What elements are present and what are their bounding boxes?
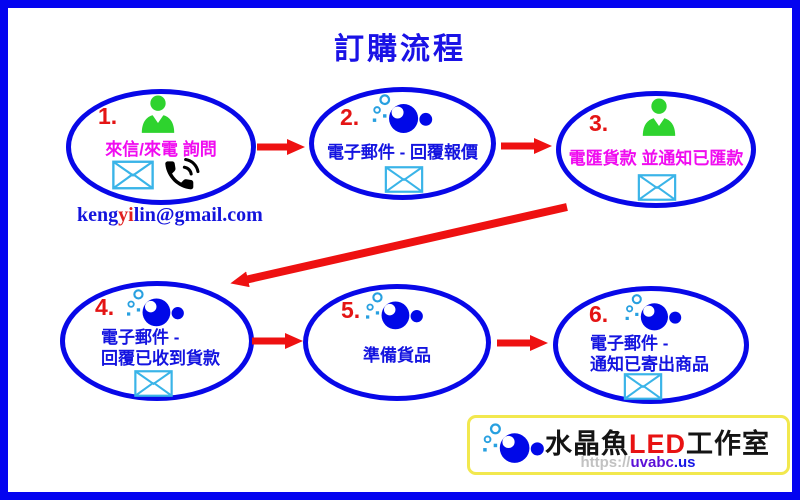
envelope-icon: [112, 160, 154, 190]
fish-logo-icon: [616, 292, 688, 336]
step-6-ellipse: 6. 電子郵件 - 通知已寄出商品: [553, 286, 749, 404]
fish-logo-icon: [356, 290, 430, 335]
email-part-3: lin@gmail.com: [133, 204, 263, 226]
step-5-label: 準備貨品: [363, 346, 431, 365]
envelope-icon: [384, 166, 424, 193]
contact-email: kengyilin@gmail.com: [77, 204, 263, 227]
envelope-icon: [133, 370, 174, 397]
step-1-label: 來信/來電 詢問: [105, 140, 217, 159]
step-6-number: 6.: [589, 301, 609, 327]
step-4-label: 電子郵件 - 回覆已收到貨款: [101, 327, 220, 369]
step-3-number: 3.: [589, 110, 609, 136]
studio-name-part1: 水晶魚: [545, 429, 629, 459]
step-3-label: 電匯貨款 並通知已匯款: [568, 149, 744, 168]
step-3-ellipse: 3. 電匯貨款 並通知已匯款: [556, 91, 756, 208]
fish-logo-icon: [117, 287, 191, 332]
person-icon: [140, 94, 176, 134]
url-tld: .us: [673, 454, 696, 471]
phone-icon: [161, 155, 201, 193]
step-1-number: 1.: [98, 103, 118, 129]
envelope-icon: [622, 373, 664, 400]
step-6-label-line1: 電子郵件 -: [590, 334, 669, 353]
email-part-2: yi: [118, 204, 134, 226]
studio-url: https://uvabc.us: [558, 454, 718, 471]
fish-logo-icon: [476, 421, 548, 469]
studio-logo-box: 水晶魚LED工作室 https://uvabc.us: [467, 415, 790, 475]
person-icon: [641, 97, 677, 137]
url-domain: uvabc: [630, 454, 674, 471]
step-4-ellipse: 4. 電子郵件 - 回覆已收到貨款: [60, 281, 254, 401]
arrow-step3-to-step4: [230, 203, 568, 288]
url-scheme: https://: [580, 454, 631, 471]
email-part-1: keng: [77, 204, 119, 226]
step-2-label: 電子郵件 - 回覆報價: [326, 143, 479, 162]
step-5-number: 5.: [341, 297, 361, 323]
step-1-ellipse: 1. 來信/來電 詢問: [66, 89, 256, 205]
step-2-ellipse: 2. 電子郵件 - 回覆報價: [309, 87, 496, 200]
step-4-label-line1: 電子郵件 -: [101, 328, 180, 347]
step-4-number: 4.: [95, 294, 115, 320]
step-6-label-line2: 通知已寄出商品: [590, 355, 709, 374]
page-title: 訂購流程: [334, 33, 466, 66]
step-5-ellipse: 5. 準備貨品: [303, 284, 491, 401]
studio-name-led: LED: [629, 429, 686, 459]
step-6-label: 電子郵件 - 通知已寄出商品: [590, 333, 709, 375]
step-4-label-line2: 回覆已收到貨款: [101, 349, 220, 368]
envelope-icon: [637, 174, 677, 201]
studio-name-part2: 工作室: [686, 429, 770, 459]
fish-logo-icon: [362, 92, 440, 139]
studio-name: 水晶魚LED工作室: [545, 422, 770, 461]
step-2-number: 2.: [340, 104, 360, 130]
